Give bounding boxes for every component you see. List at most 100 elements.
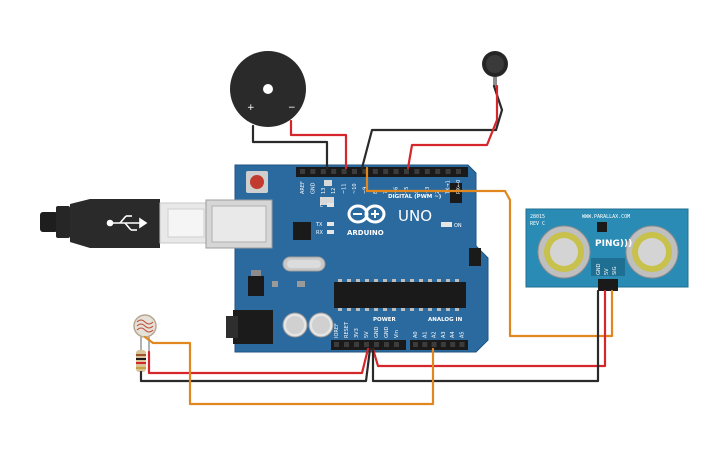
- svg-text:TX: TX: [315, 222, 323, 228]
- wire-ldr-analog: [143, 335, 435, 406]
- pin-label: A5: [460, 331, 466, 338]
- svg-text:L: L: [320, 203, 323, 209]
- wire-ping-sig: [365, 166, 614, 338]
- header-pin[interactable]: [404, 169, 409, 174]
- svg-text:ON: ON: [454, 223, 462, 229]
- header-pin[interactable]: [331, 169, 337, 174]
- microcontroller-chip: [334, 279, 466, 311]
- pin-label: GND: [374, 326, 380, 338]
- pin-label: 12: [331, 188, 337, 194]
- pin-label: ~10: [352, 183, 358, 194]
- reset-button[interactable]: [246, 171, 268, 193]
- header-pin[interactable]: [413, 342, 418, 347]
- wire-motor-black: [360, 84, 504, 170]
- header-pin[interactable]: [341, 169, 347, 174]
- ping-rev: REV C: [530, 221, 545, 227]
- digital-label: DIGITAL (PWM ~): [388, 194, 442, 200]
- pin-label: Vin: [394, 330, 400, 338]
- header-pin[interactable]: [394, 342, 399, 347]
- header-pin[interactable]: [459, 342, 465, 347]
- header-pin[interactable]: [374, 342, 379, 347]
- arduino-board: UNO ARDUINO TX RX L ON: [205, 164, 489, 353]
- ping-name: PING))): [595, 239, 632, 249]
- header-pin[interactable]: [424, 169, 430, 174]
- buzzer-minus-label: −: [288, 103, 296, 113]
- header-pin[interactable]: [384, 342, 389, 347]
- usb-icon: [106, 215, 148, 231]
- header-pin[interactable]: [320, 169, 326, 174]
- pin-label: 3V3: [354, 328, 360, 338]
- pin-label: A3: [441, 331, 447, 338]
- header-pin[interactable]: [450, 342, 456, 347]
- resistor: [136, 350, 146, 372]
- header-pin[interactable]: [372, 169, 378, 174]
- tx-led: TX: [315, 222, 334, 228]
- transducer-right: [625, 225, 679, 279]
- wire-motor-red: [406, 84, 499, 170]
- header-pin[interactable]: [414, 169, 420, 174]
- pin-label: GND: [310, 182, 316, 194]
- header-pin[interactable]: [364, 342, 369, 347]
- wire-buzzer-minus: [289, 119, 348, 170]
- pin-label: 5V: [604, 268, 610, 275]
- rx-led: RX: [316, 230, 334, 236]
- pin-label: AREF: [300, 181, 306, 194]
- pin-label: 2: [435, 191, 441, 194]
- l-led: L: [320, 203, 334, 209]
- power-label: POWER: [373, 317, 397, 323]
- pin-label: A1: [422, 331, 428, 338]
- wires: [139, 84, 614, 406]
- header-pin[interactable]: [352, 169, 357, 174]
- icsp-header: [450, 183, 481, 266]
- pin-label: SIG: [612, 266, 618, 275]
- usb-cable: [40, 199, 211, 248]
- header-pin[interactable]: [344, 342, 349, 347]
- digital-header: [296, 167, 468, 177]
- pin-label: ~9: [362, 187, 368, 194]
- dc-motor: [482, 51, 508, 87]
- header-pin[interactable]: [310, 169, 316, 174]
- pin-label: 8: [373, 191, 379, 194]
- transducer-left: [537, 225, 591, 279]
- on-led: ON: [441, 222, 462, 229]
- pin-label: RX←0: [456, 180, 462, 194]
- pin-label: IOREF: [334, 323, 340, 338]
- header-pin[interactable]: [422, 342, 428, 347]
- pin-label: 4: [414, 191, 420, 194]
- pin-label: 7: [383, 191, 389, 194]
- header-pin[interactable]: [445, 169, 451, 174]
- crystal-oscillator: [282, 256, 326, 272]
- pin-label: 13: [321, 188, 327, 194]
- photoresistor: [133, 314, 157, 352]
- pin-label: GND: [384, 326, 390, 338]
- ping-url: WWW.PARALLAX.COM: [582, 214, 630, 220]
- analog-header: [410, 340, 468, 350]
- header-pin[interactable]: [440, 342, 446, 347]
- header-pin[interactable]: [362, 169, 368, 174]
- wire-ping-gnd: [371, 289, 600, 383]
- pin-label: ~11: [342, 183, 348, 194]
- ping-sensor: 28015 REV C WWW.PARALLAX.COM PING))) GND…: [525, 208, 689, 291]
- pin-label: RESET: [344, 321, 350, 338]
- header-pin[interactable]: [393, 169, 399, 174]
- pin-label: 5V: [364, 331, 370, 338]
- wire-ping-5v: [371, 289, 607, 368]
- header-pin[interactable]: [300, 169, 305, 174]
- header-pin[interactable]: [334, 342, 339, 347]
- capacitors: [282, 312, 334, 338]
- wire-ldr-gnd: [139, 347, 372, 383]
- header-pin[interactable]: [435, 169, 441, 174]
- pin-label: A4: [450, 331, 456, 338]
- header-pin[interactable]: [456, 169, 461, 174]
- header-pin[interactable]: [431, 342, 437, 347]
- pin-label: A2: [432, 331, 438, 338]
- buzzer-plus-label: +: [247, 103, 255, 113]
- header-pin[interactable]: [354, 342, 359, 347]
- analog-label: ANALOG IN: [428, 317, 463, 323]
- header-pin[interactable]: [383, 169, 389, 174]
- ping-part-no: 28015: [530, 214, 545, 220]
- pin-label: TX→1: [446, 180, 452, 195]
- power-jack: [226, 310, 273, 344]
- wire-buzzer-plus: [251, 124, 329, 170]
